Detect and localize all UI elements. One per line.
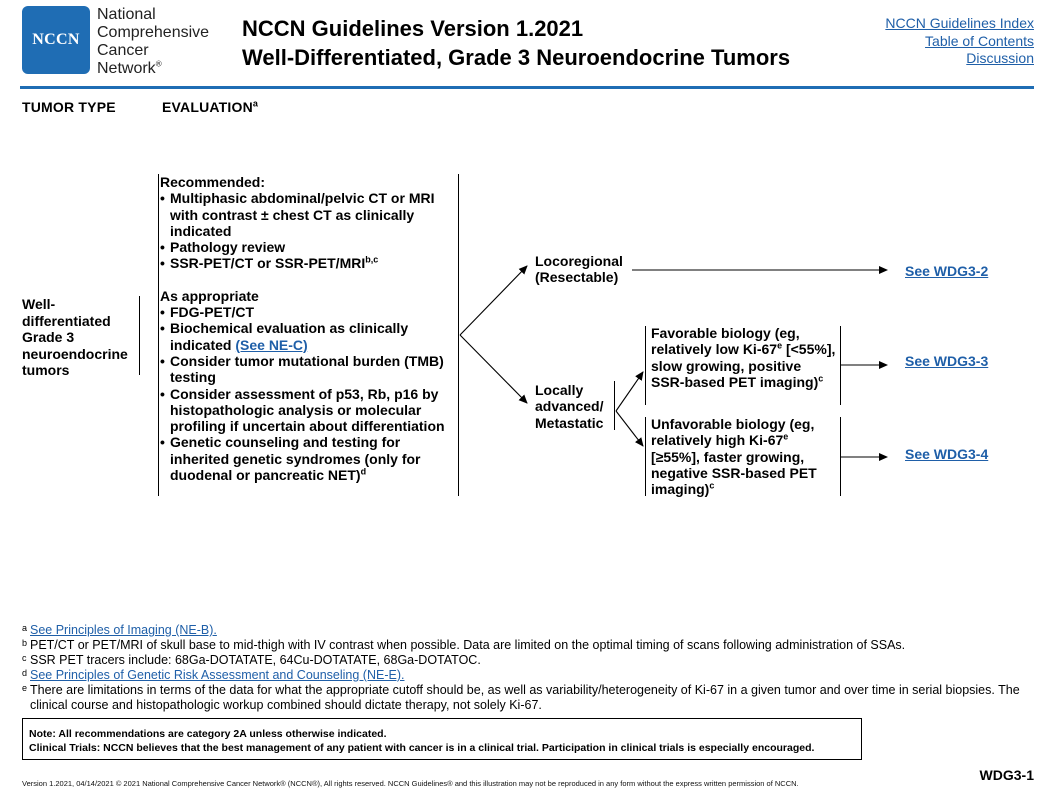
eval-item-pathology: Pathology review [160,239,452,256]
evaluation-left-bracket [158,174,159,496]
genetic-risk-link[interactable]: See Principles of Genetic Risk Assessmen… [30,668,405,682]
discussion-link[interactable]: Discussion [966,50,1034,66]
eval-item-ssr-pet: SSR-PET/CT or SSR-PET/MRIb,c [160,255,452,272]
note-box: Note: All recommendations are category 2… [22,718,862,760]
version-footer: Version 1.2021, 04/14/2021 © 2021 Nation… [22,779,799,788]
nccn-logo: NCCN [22,6,90,74]
favorable-right-bracket [840,326,841,405]
eval-item-genetic: Genetic counseling and testing for inher… [160,434,452,483]
tumor-type-box: Well- differentiated Grade 3 neuroendocr… [22,296,128,378]
evaluation-box: Recommended: Multiphasic abdominal/pelvi… [160,174,452,483]
arrow-to-unfavorable [615,410,644,447]
favorable-left-bracket [645,326,646,405]
arrow-to-locoregional [459,265,528,336]
imaging-principles-link[interactable]: See Principles of Imaging (NE-B). [30,623,217,637]
eval-item-biochemical: Biochemical evaluation as clinically ind… [160,320,452,353]
arrow-to-favorable [615,371,644,412]
eval-item-fdg-pet: FDG-PET/CT [160,304,452,321]
see-ne-c-link[interactable]: (See NE-C) [235,336,308,353]
eval-item-p53: Consider assessment of p53, Rb, p16 by h… [160,386,452,435]
unfavorable-right-bracket [840,417,841,496]
header-rule [20,86,1034,89]
favorable-box: Favorable biology (eg, relatively low Ki… [651,325,836,390]
eval-item-ct-mri: Multiphasic abdominal/pelvic CT or MRI w… [160,190,452,239]
column-heading-evaluation: EVALUATIONa [162,98,259,115]
tumor-type-bracket [139,296,140,375]
guidelines-index-link[interactable]: NCCN Guidelines Index [885,15,1034,31]
see-wdg3-3-link[interactable]: See WDG3-3 [905,353,989,369]
column-heading-tumor-type: TUMOR TYPE [22,99,116,115]
see-wdg3-4-link[interactable]: See WDG3-4 [905,446,989,462]
see-wdg3-2-link[interactable]: See WDG3-2 [905,263,989,279]
page-id: WDG3-1 [979,767,1034,783]
advanced-box: Locally advanced/ Metastatic [535,382,604,431]
advanced-bracket [614,381,615,430]
table-of-contents-link[interactable]: Table of Contents [925,32,1034,49]
arrow-to-advanced [459,334,528,404]
unfavorable-box: Unfavorable biology (eg, relatively high… [651,416,817,498]
header-links: NCCN Guidelines Index Table of Contents … [885,15,1034,68]
logo-wordmark: National Comprehensive Cancer Network® [97,6,210,77]
locoregional-box: Locoregional (Resectable) [535,253,623,286]
page-title: NCCN Guidelines Version 1.2021 Well-Diff… [242,16,791,70]
evaluation-right-bracket [458,174,459,496]
eval-item-tmb: Consider tumor mutational burden (TMB) t… [160,353,452,386]
unfavorable-left-bracket [645,417,646,496]
